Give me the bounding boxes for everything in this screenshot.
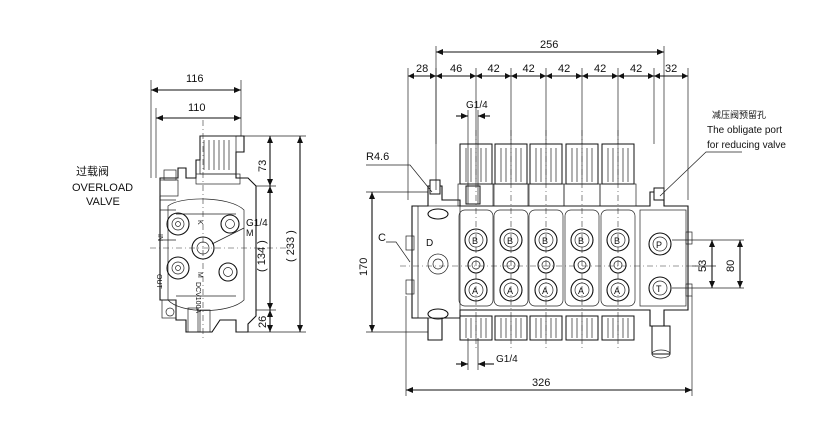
front-view-body xyxy=(411,185,689,341)
port-a: A xyxy=(472,286,478,296)
dim-segment-3: 42 xyxy=(488,63,500,75)
casting-mark: DCV100A xyxy=(194,282,201,313)
port-b: B xyxy=(507,236,513,246)
side-port-label: G1/4 xyxy=(246,218,268,229)
port-a: A xyxy=(507,286,513,296)
dim-segment-2: 46 xyxy=(450,63,462,75)
label-k: K xyxy=(196,220,203,225)
dim-233: ( 233 ) xyxy=(285,230,297,262)
dim-53: 53 xyxy=(697,260,709,272)
label-c: C xyxy=(378,232,386,244)
reducing-note-en1: The obligate port xyxy=(707,125,782,136)
side-port-m xyxy=(218,262,238,282)
end-section: P T xyxy=(639,209,687,307)
port-a: A xyxy=(542,286,548,296)
port-a: A xyxy=(578,286,584,296)
label-m-upper: M xyxy=(246,228,254,238)
port-bottom-label: G1/4 xyxy=(496,354,518,365)
dim-segment-5: 42 xyxy=(558,63,570,75)
valve-section-3: BA xyxy=(527,130,565,350)
label-d: D xyxy=(426,238,433,249)
reducing-note-zh: 减压阀预留孔 xyxy=(712,109,766,120)
side-port-k xyxy=(220,214,240,234)
port-b: B xyxy=(578,236,584,246)
port-b: B xyxy=(542,236,548,246)
dim-segment-4: 42 xyxy=(523,63,535,75)
overload-note-en1: OVERLOAD xyxy=(72,182,133,194)
port-b: B xyxy=(614,236,620,246)
side-port-out xyxy=(166,256,190,280)
side-view-body xyxy=(159,135,257,333)
side-view: IN OUT K M DCV100A M G1/4 116 110 73 ( 1… xyxy=(150,73,306,340)
port-p: P xyxy=(656,240,662,250)
dim-116: 116 xyxy=(186,73,204,85)
dim-segment-1: 28 xyxy=(416,63,428,75)
label-in: IN xyxy=(156,234,163,241)
dim-80: 80 xyxy=(725,260,737,272)
dim-134: ( 134 ) xyxy=(256,240,268,272)
valve-section-1: BA xyxy=(457,130,495,350)
valve-section-4: BA xyxy=(563,130,601,350)
overload-note-en2: VALVE xyxy=(86,196,120,208)
dim-26: 26 xyxy=(257,316,269,328)
dim-326: 326 xyxy=(532,377,550,389)
valve-section-2: BA xyxy=(492,130,530,350)
dim-170: 170 xyxy=(358,258,370,276)
dim-256: 256 xyxy=(540,39,558,51)
port-t: T xyxy=(656,284,662,294)
dim-segment-7: 42 xyxy=(630,63,642,75)
overload-note: 过载阀 OVERLOAD VALVE xyxy=(72,164,133,208)
dim-segment-8: 32 xyxy=(665,63,677,75)
port-top-label: G1/4 xyxy=(466,100,488,111)
dim-segment-6: 42 xyxy=(594,63,606,75)
port-b: B xyxy=(472,236,478,246)
valve-section-5: BA xyxy=(599,130,637,350)
label-m-lower: M xyxy=(196,272,203,278)
label-out: OUT xyxy=(155,274,162,290)
side-port-in xyxy=(166,212,190,236)
dim-73: 73 xyxy=(257,160,269,172)
reducing-note-en2: for reducing valve xyxy=(707,140,786,151)
reducing-note: 减压阀预留孔 The obligate port for reducing va… xyxy=(659,109,786,197)
dim-110: 110 xyxy=(188,102,206,114)
radius-label: R4.6 xyxy=(366,151,389,163)
overload-note-zh: 过载阀 xyxy=(76,164,109,178)
port-a: A xyxy=(614,286,620,296)
dim-chain: 28 46 42 42 42 42 42 32 xyxy=(407,63,689,200)
